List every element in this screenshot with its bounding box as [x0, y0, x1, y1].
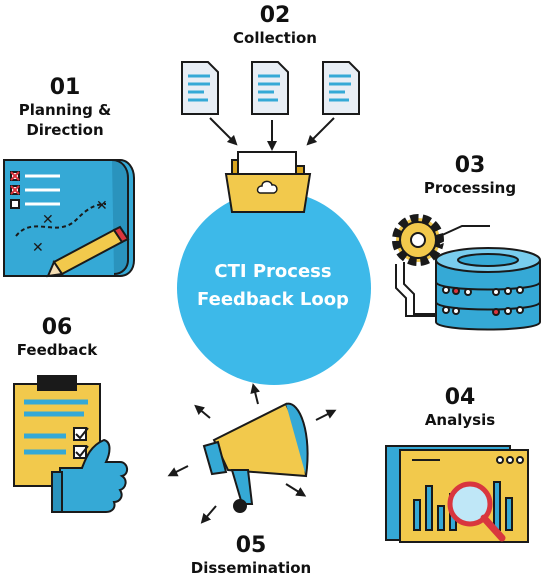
megaphone-icon [167, 383, 337, 524]
center-circle [177, 191, 371, 385]
map-plan-icon: ✕ ✕ ✕ [3, 159, 135, 278]
stage-number: 05 [235, 533, 267, 558]
stage-number: 03 [454, 153, 486, 178]
stage-name: Planning & [18, 101, 112, 119]
clipboard-thumbs-up-icon [13, 375, 128, 513]
arrow-icon [250, 383, 261, 405]
stage-04-label: 04 Analysis [400, 386, 520, 430]
analysis-magnifier-icon [385, 445, 529, 543]
document-icon [181, 61, 219, 115]
stage-01-label: 01 Planning & Direction [2, 76, 128, 140]
stage-06-label: 06 Feedback [2, 316, 112, 360]
document-icon [251, 61, 289, 115]
magnifier-icon [447, 481, 506, 542]
stage-03-label: 03 Processing [410, 154, 530, 198]
arrow-icon [194, 404, 211, 419]
stage-name: Processing [423, 179, 517, 197]
stage-number: 06 [41, 315, 73, 340]
gear-database-icon [392, 214, 541, 331]
svg-text:✕: ✕ [32, 240, 44, 256]
center-title-line: CTI Process [214, 261, 332, 282]
arrow-icon [200, 505, 217, 524]
arrow-icon [306, 117, 335, 146]
arrow-icon [315, 409, 337, 421]
arrow-icon [285, 483, 307, 497]
center-title: CTI Process Feedback Loop [175, 258, 371, 314]
folder-icon [224, 151, 312, 213]
stage-name: Dissemination [190, 559, 312, 577]
arrow-icon [167, 465, 189, 477]
gear-icon [392, 214, 444, 266]
center-title-line: Feedback Loop [197, 289, 349, 310]
document-icon [322, 61, 360, 115]
stage-name: Collection [233, 29, 317, 47]
stage-05-label: 05 Dissemination [171, 534, 331, 578]
svg-text:✕: ✕ [96, 198, 108, 214]
thumbs-up-icon [51, 438, 128, 513]
stage-number: 01 [49, 75, 81, 100]
stage-name: Analysis [424, 411, 496, 429]
stage-name: Direction [26, 121, 104, 139]
stage-number: 04 [444, 385, 476, 410]
stage-number: 02 [259, 3, 291, 28]
stage-name: Feedback [16, 341, 98, 359]
stage-02-label: 02 Collection [205, 4, 345, 48]
pencil-icon [46, 225, 130, 278]
database-icon [435, 247, 541, 331]
documents-folder-icon [181, 61, 360, 213]
svg-text:✕: ✕ [42, 212, 54, 228]
arrow-icon [209, 117, 238, 146]
